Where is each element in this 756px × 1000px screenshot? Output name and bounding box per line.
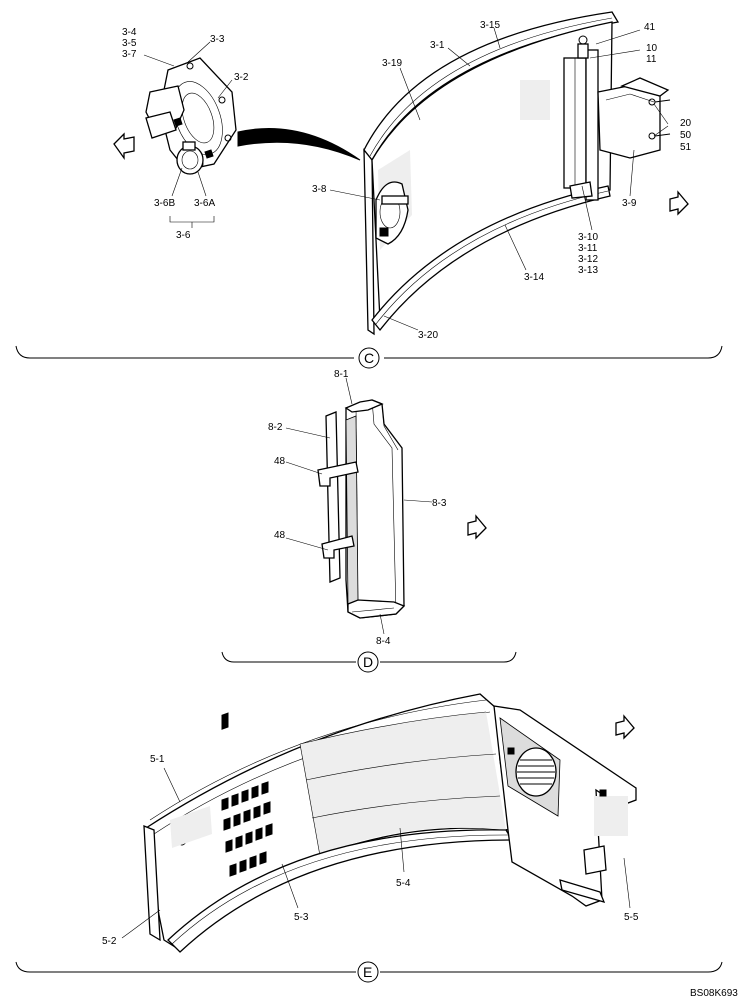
label-3-9: 3-9	[622, 198, 637, 209]
label-3-12: 3-12	[578, 254, 598, 265]
leader-lines-e	[121, 767, 631, 939]
section-id-e: E	[363, 964, 372, 980]
section-id-c: C	[364, 350, 374, 366]
label-3-6: 3-6	[176, 230, 191, 241]
label-48-top: 48	[274, 456, 286, 467]
mount-bracket-assembly	[145, 57, 237, 175]
arrow-right-e	[615, 714, 635, 740]
leader-lines-d	[285, 377, 433, 635]
section-id-d: D	[363, 654, 373, 670]
callouts-e: 5-1 5-4 5-3 5-2 5-5	[102, 754, 639, 947]
label-3-10: 3-10	[578, 232, 598, 243]
label-48-bottom: 48	[274, 530, 286, 541]
label-3-14: 3-14	[524, 272, 544, 283]
label-50: 50	[680, 130, 692, 141]
section-brace-c: C	[15, 345, 723, 369]
label-3-11: 3-11	[578, 243, 598, 254]
label-8-3: 8-3	[432, 498, 447, 509]
arrow-right-d	[467, 514, 487, 540]
label-3-3: 3-3	[210, 34, 225, 45]
arrow-left-c	[113, 132, 135, 161]
leader-lines-c	[143, 27, 669, 331]
section-d: 8-1 8-2 48 48 8-3 8-4 D	[221, 369, 517, 673]
label-8-4: 8-4	[376, 636, 391, 647]
label-3-8: 3-8	[312, 184, 327, 195]
seal-strip-assembly-d	[317, 399, 406, 619]
callouts-d: 8-1 8-2 48 48 8-3 8-4	[268, 369, 447, 647]
label-8-2: 8-2	[268, 422, 283, 433]
label-3-6A: 3-6A	[194, 198, 215, 209]
drawing-code: BS08K693	[690, 988, 738, 999]
label-3-1: 3-1	[430, 40, 445, 51]
label-11: 11	[646, 54, 657, 65]
vent-grille	[221, 712, 273, 877]
label-5-2: 5-2	[102, 936, 117, 947]
label-3-20: 3-20	[418, 330, 438, 341]
door-panel-assembly-e	[143, 693, 637, 953]
section-e: 5-1 5-4 5-3 5-2 5-5 E	[15, 693, 723, 983]
label-3-4: 3-4	[122, 27, 137, 38]
label-41: 41	[644, 22, 656, 33]
section-c: 3-4 3-5 3-7 3-3 3-2 3-1 3-15 3-19 41 10 …	[15, 11, 723, 369]
label-3-6B: 3-6B	[154, 198, 175, 209]
label-3-15: 3-15	[480, 20, 500, 31]
label-5-4: 5-4	[396, 878, 411, 889]
callouts-c: 3-4 3-5 3-7 3-3 3-2 3-1 3-15 3-19 41 10 …	[122, 20, 692, 341]
section-brace-d: D	[221, 651, 517, 673]
arrow-right-c	[669, 190, 689, 216]
label-3-5: 3-5	[122, 38, 137, 49]
label-10: 10	[646, 43, 658, 54]
curved-arrow	[237, 128, 361, 161]
label-3-7: 3-7	[122, 49, 137, 60]
label-8-1: 8-1	[334, 369, 349, 380]
side-panel-assembly-c	[363, 11, 671, 336]
section-brace-e: E	[15, 961, 723, 983]
label-3-2: 3-2	[234, 72, 249, 83]
label-3-19: 3-19	[382, 58, 402, 69]
label-5-1: 5-1	[150, 754, 165, 765]
round-vent	[515, 747, 557, 797]
label-5-5: 5-5	[624, 912, 639, 923]
label-3-13: 3-13	[578, 265, 598, 276]
label-5-3: 5-3	[294, 912, 309, 923]
label-20: 20	[680, 118, 692, 129]
label-51: 51	[680, 142, 692, 153]
